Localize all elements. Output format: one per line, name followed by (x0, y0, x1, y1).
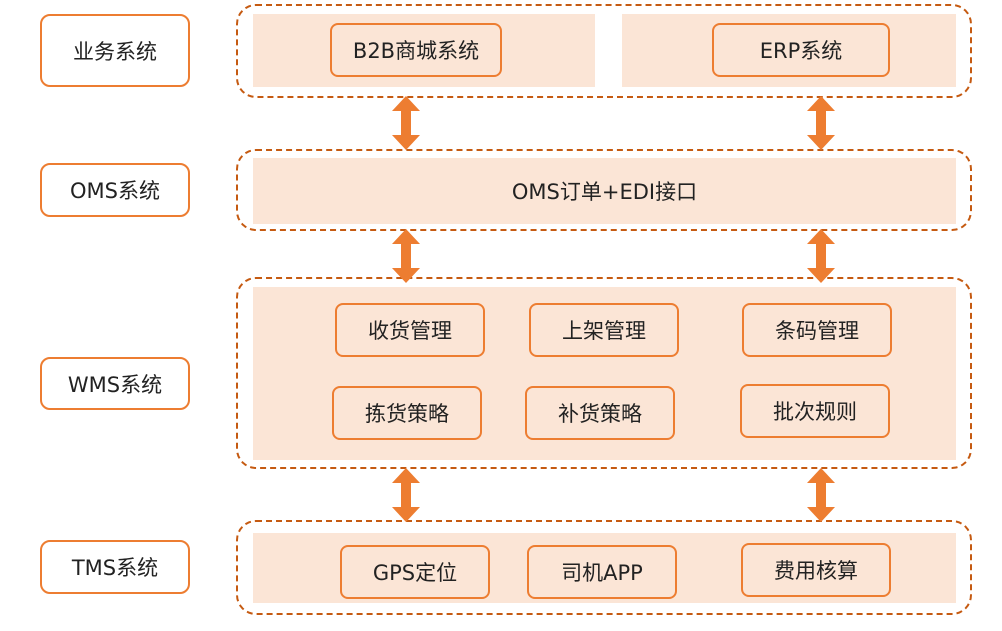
module-driver-app: 司机APP (527, 545, 677, 599)
layer-label-tms: TMS系统 (40, 540, 190, 594)
layer-label-wms: WMS系统 (40, 357, 190, 410)
oms-panel (253, 158, 956, 224)
module-barcode: 条码管理 (742, 303, 892, 357)
layer-label-oms: OMS系统 (40, 163, 190, 217)
module-batch-rules: 批次规则 (740, 384, 890, 438)
module-receiving: 收货管理 (335, 303, 485, 357)
module-erp: ERP系统 (712, 23, 890, 77)
double-arrow-icon (807, 229, 835, 283)
module-replenishment: 补货策略 (525, 386, 675, 440)
double-arrow-icon (392, 468, 420, 522)
module-gps: GPS定位 (340, 545, 490, 599)
double-arrow-icon (392, 229, 420, 283)
double-arrow-icon (807, 468, 835, 522)
module-putaway: 上架管理 (529, 303, 679, 357)
module-b2b-mall: B2B商城系统 (330, 23, 502, 77)
double-arrow-icon (392, 96, 420, 150)
module-picking: 拣货策略 (332, 386, 482, 440)
module-oms-edi: OMS订单+EDI接口 (511, 180, 698, 204)
module-cost-accounting: 费用核算 (741, 543, 891, 597)
double-arrow-icon (807, 96, 835, 150)
layer-label-business: 业务系统 (40, 14, 190, 87)
